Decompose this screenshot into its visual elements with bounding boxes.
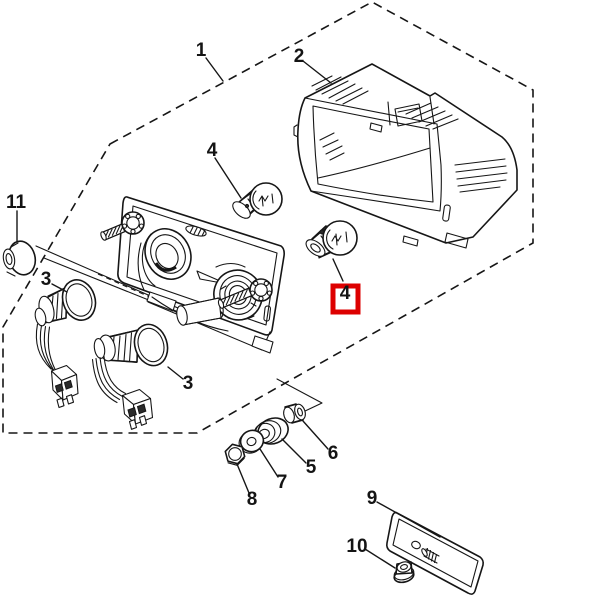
bulb-rear: [305, 220, 358, 259]
part-label-grommet: 5: [306, 457, 317, 478]
part-label-bulb-upper: 4: [207, 140, 218, 161]
leader-lines: [16, 57, 441, 569]
reflector: [386, 511, 484, 595]
flanged-nut: [393, 561, 415, 584]
part-label-socket-center: 3: [183, 373, 194, 394]
bulb-upper: [232, 182, 283, 219]
part-label-bulb-rear[interactable]: 4: [340, 283, 351, 304]
connector-center: [121, 388, 154, 430]
part-label-reflector: 9: [367, 488, 378, 509]
bulb-socket-center: [91, 323, 169, 430]
rubber-cap: [2, 240, 37, 277]
connector-left: [50, 364, 79, 409]
part-label-reflector-nut: 10: [346, 536, 367, 557]
part-label-lens: 2: [294, 46, 305, 67]
mounting-boss: [176, 297, 224, 326]
part-label-washer: 7: [277, 472, 288, 493]
mounting-stud-upper: [100, 211, 145, 241]
part-label-collar: 6: [328, 443, 339, 464]
mounting-stud-lower: [217, 278, 273, 309]
assembly-boundary-outline: [2, 1, 534, 434]
collar: [283, 403, 306, 424]
part-label-nut: 8: [247, 489, 258, 510]
part-label-socket-left: 3: [41, 269, 52, 290]
wire-harness-center: [91, 355, 127, 404]
wire-harness-left: [35, 323, 60, 377]
bulb-opening-front: [141, 228, 192, 287]
lens: [293, 63, 518, 249]
lamp-body: [100, 196, 285, 354]
reflector-stud: [421, 547, 440, 564]
part-label-cap: 11: [6, 192, 27, 213]
highlight-box[interactable]: [330, 283, 361, 315]
bulb-socket-left: [34, 279, 97, 409]
part-label-assembly: 1: [196, 40, 207, 61]
hex-nut: [224, 443, 246, 466]
highlighted-part-label[interactable]: 4: [330, 283, 361, 315]
small-parts-pointer: [276, 378, 323, 413]
